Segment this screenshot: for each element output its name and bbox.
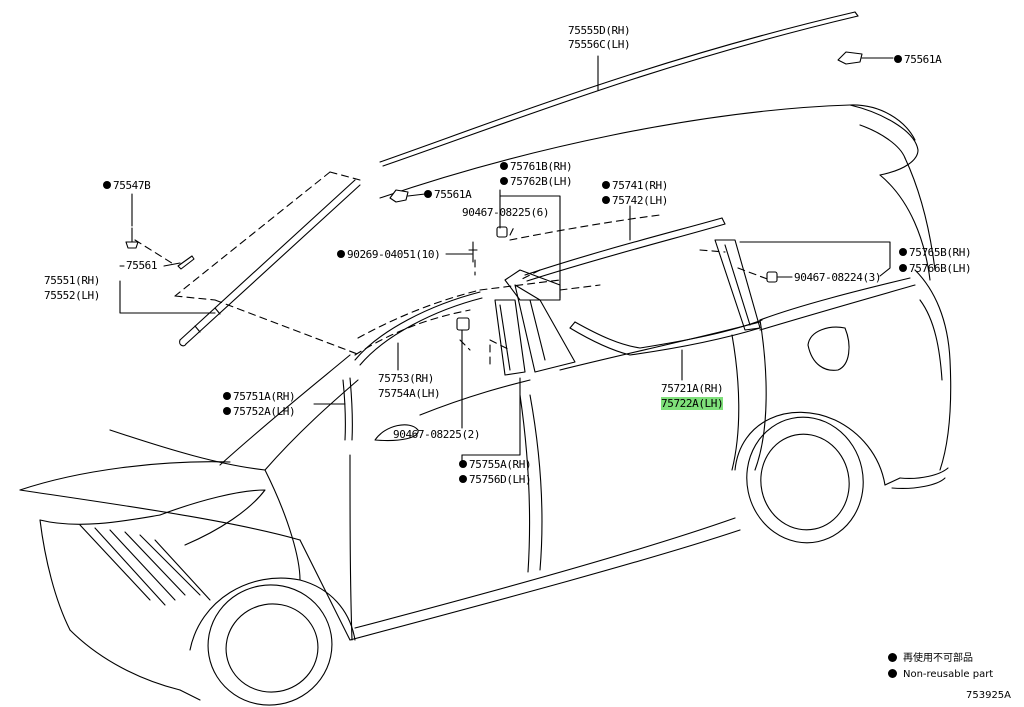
label-clip-75547b[interactable]: 75547B (103, 179, 151, 192)
label-roof-molding-lh[interactable]: 75556C(LH) (568, 38, 631, 51)
label-clip-75561a-top[interactable]: 75561A (894, 53, 942, 66)
legend-en: Non-reusable part (888, 669, 993, 681)
label-clip-75561a-mid[interactable]: 75561A (424, 188, 472, 201)
label-part-75761b[interactable]: 75761B(RH) (500, 160, 573, 173)
dashed-guides (134, 171, 771, 366)
label-part-75765b[interactable]: 75765B(RH) (899, 246, 972, 259)
label-part-75741[interactable]: 75741(RH) (602, 179, 668, 192)
legend-jp: 再使用不可部品 (888, 653, 973, 665)
label-part-75721a[interactable]: 75721A(RH) (661, 382, 724, 395)
diagram-reference-number: 753925A (966, 690, 1012, 701)
label-screw-90467-08225-2[interactable]: 90467-08225(2) (393, 428, 481, 441)
label-part-75742[interactable]: 75742(LH) (602, 194, 668, 207)
fasteners (125, 51, 863, 331)
label-part-75766b[interactable]: 75766B(LH) (899, 262, 972, 275)
label-bolt-90269[interactable]: 90269-04051(10) (337, 248, 441, 261)
bullet-icon (888, 669, 897, 678)
label-roof-molding-rh[interactable]: 75555D(RH) (568, 24, 631, 37)
moldings (179, 11, 859, 441)
label-part-75751a[interactable]: 75751A(RH) (223, 390, 296, 403)
label-part-75561[interactable]: 75561 (126, 259, 158, 272)
label-pillar-rh[interactable]: 75551(RH) (44, 274, 101, 287)
label-part-75762b[interactable]: 75762B(LH) (500, 175, 573, 188)
label-part-75754a[interactable]: 75754A(LH) (378, 387, 441, 400)
label-part-75756d[interactable]: 75756D(LH) (459, 473, 532, 486)
label-part-75752a[interactable]: 75752A(LH) (223, 405, 296, 418)
label-part-75755a[interactable]: 75755A(RH) (459, 458, 532, 471)
label-part-75722a-highlighted[interactable]: 75722A(LH) (661, 397, 724, 410)
leader-lines (119, 55, 894, 463)
label-pillar-lh[interactable]: 75552(LH) (44, 289, 101, 302)
label-screw-90467-08224-3[interactable]: 90467-08224(3) (794, 271, 882, 284)
label-screw-90467-08225-6[interactable]: 90467-08225(6) (462, 206, 550, 219)
vehicle-body (19, 104, 952, 706)
bullet-icon (888, 653, 897, 662)
label-part-75753[interactable]: 75753(RH) (378, 372, 435, 385)
